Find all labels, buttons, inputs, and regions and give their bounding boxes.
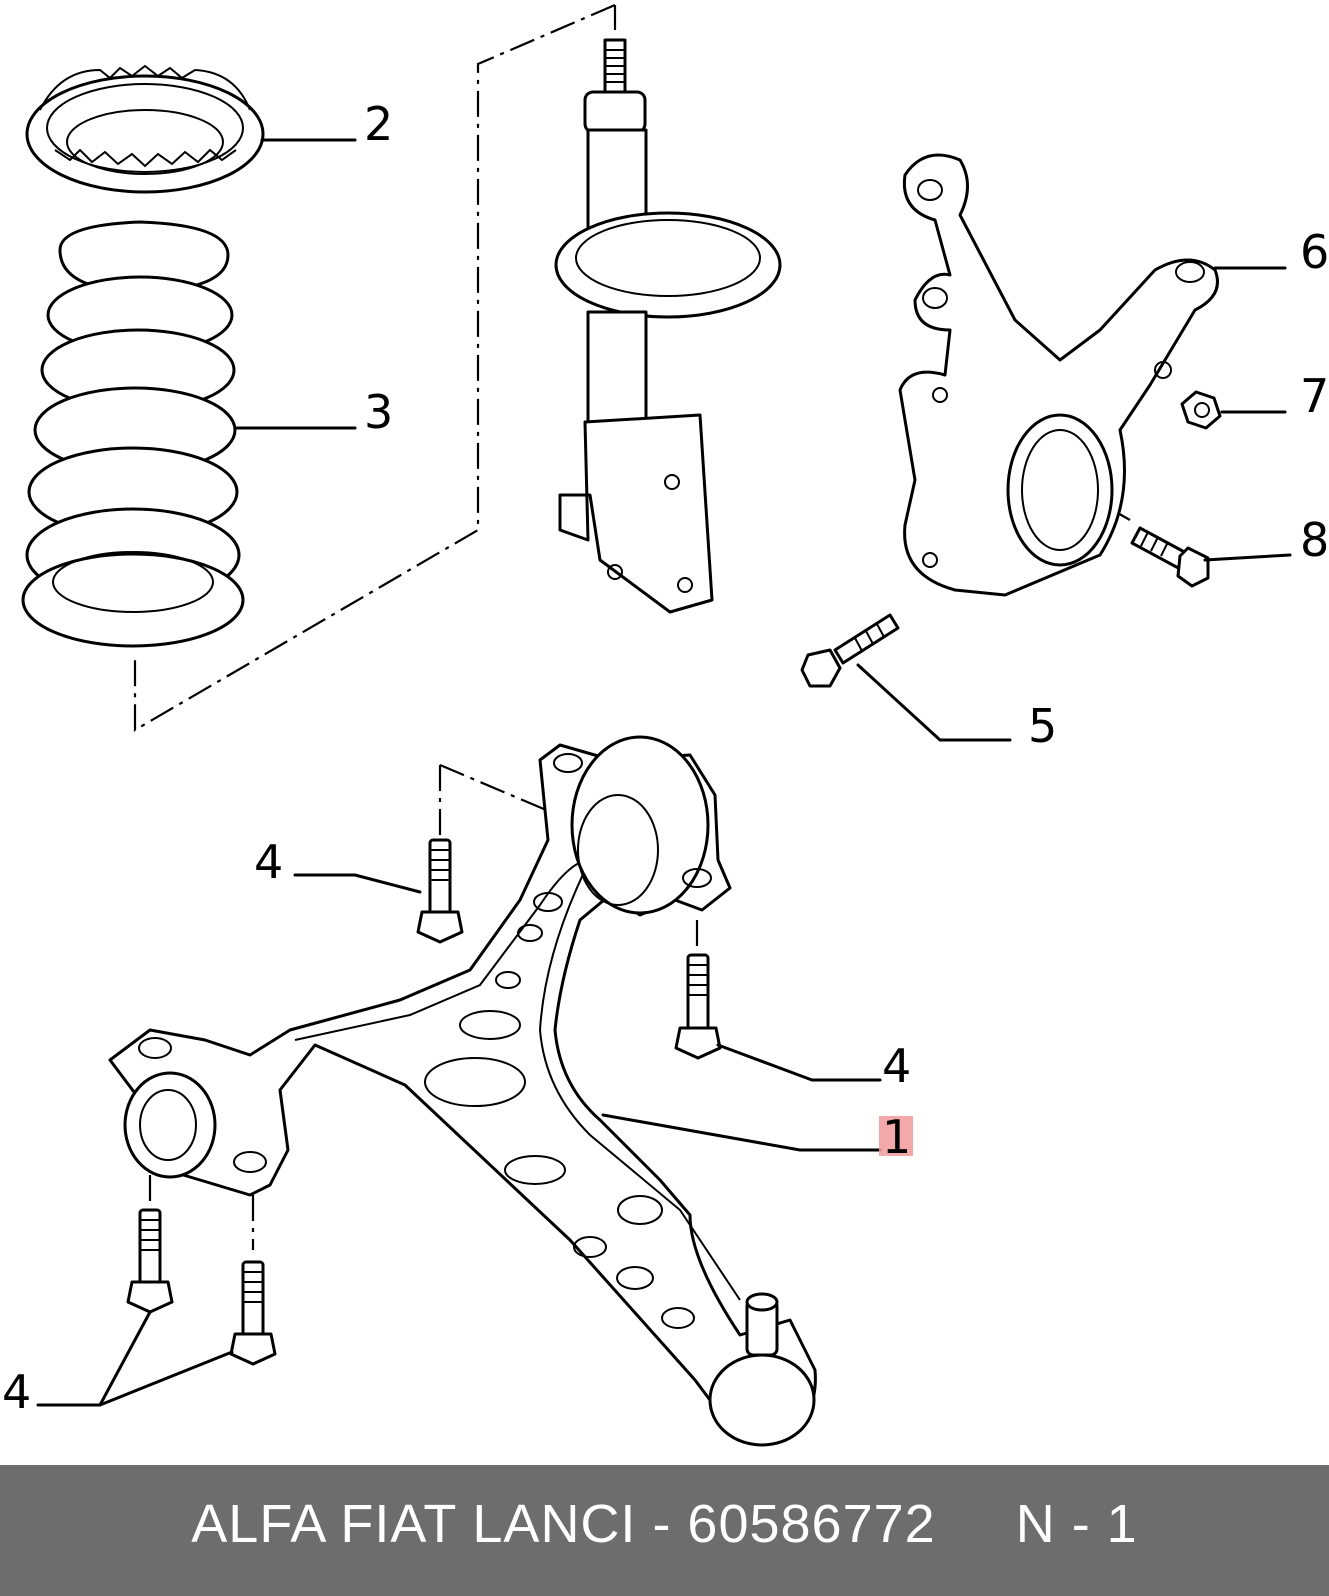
callout-6: 6 [1300,225,1329,279]
callout-1: 1 [882,1110,911,1164]
leader-lines [36,138,1292,1407]
bolt-4-top [416,838,464,944]
callout-2: 2 [364,97,393,151]
bolt-part-5 [800,613,900,688]
strut-shock-absorber [554,38,782,614]
steering-knuckle-part [898,153,1219,597]
callout-7: 7 [1300,369,1329,423]
bolt-4-left-a [126,1208,174,1314]
callout-1-highlight [879,1116,913,1156]
bolt-4-left-b [229,1260,277,1366]
callout-3: 3 [364,385,393,439]
callout-8: 8 [1300,513,1329,567]
suspension-exploded-diagram: 1 2 3 4 4 4 5 6 7 8 [2,3,1329,1447]
callout-4-middle: 4 [882,1039,911,1093]
control-arm-part [108,735,817,1447]
callout-labels: 1 2 3 4 4 4 5 6 7 8 [2,97,1329,1419]
callout-4-top: 4 [254,835,283,889]
bolt-4-middle [674,953,722,1060]
callout-5: 5 [1028,699,1057,753]
footer-caption: ALFA FIAT LANCI - 60586772 N - 1 [191,1494,1138,1554]
spring-seat-part [25,64,265,194]
footer-bar: ALFA FIAT LANCI - 60586772 N - 1 [0,1465,1329,1596]
bolts-part-4 [126,838,722,1366]
callout-4-bottom-left: 4 [2,1365,31,1419]
nut-part [1180,390,1222,430]
coil-spring-part [21,220,245,648]
bolt-part-8 [1130,526,1210,588]
